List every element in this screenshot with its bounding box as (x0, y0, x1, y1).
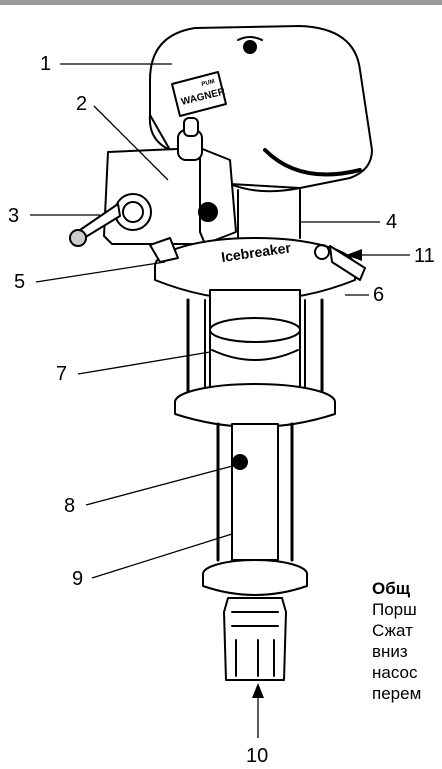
callout-6: 6 (373, 284, 384, 306)
caption-title: Общ (372, 579, 411, 598)
foot-valve (223, 597, 287, 681)
callout-8: 8 (64, 495, 75, 517)
pump-body (209, 289, 301, 391)
callout-1: 1 (40, 53, 51, 75)
callout-5: 5 (14, 271, 25, 293)
callout-3: 3 (8, 205, 19, 227)
callout-4: 4 (386, 211, 397, 233)
caption-line: Сжат (372, 621, 413, 640)
caption-line: вниз (372, 642, 408, 661)
brand-badge (171, 71, 227, 117)
callout-2: 2 (76, 93, 87, 115)
caption-line: насос (372, 663, 418, 682)
lower-cylinder (231, 423, 279, 561)
callout-10: 10 (246, 745, 268, 767)
callout-11: 11 (414, 245, 435, 267)
caption-line: перем (372, 684, 422, 703)
svg-text:PUM: PUM (201, 79, 215, 88)
callout-9: 9 (72, 568, 83, 590)
housing-cap (243, 40, 257, 54)
top-border (0, 0, 442, 5)
callout-7: 7 (56, 363, 67, 385)
caption-line: Порш (372, 600, 417, 619)
pressure-gauge (114, 193, 152, 231)
caption-text: Общ Порш Сжат вниз насос перем (372, 578, 442, 704)
